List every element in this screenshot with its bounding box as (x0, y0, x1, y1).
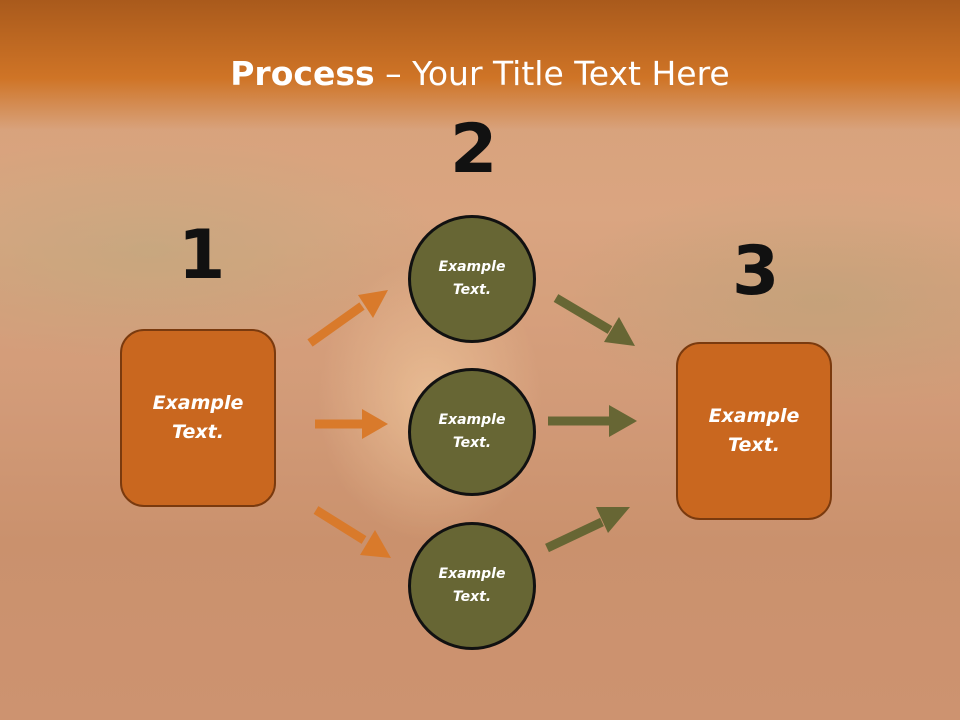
circle-bottom: Example Text. (408, 522, 536, 650)
arrow-top-to-right-head (604, 317, 635, 346)
circle-middle-label: Example Text. (438, 412, 506, 451)
left-process-box: Example Text. (120, 329, 276, 507)
step-number-2: 2 (450, 110, 498, 189)
left-box-label: Example Text. (152, 392, 244, 443)
arrow-left-to-top (307, 302, 365, 347)
circle-top-label: Example Text. (438, 259, 506, 298)
arrow-left-to-middle-head (362, 409, 388, 439)
arrow-middle-to-right-head (609, 405, 637, 437)
title-bar (0, 0, 960, 130)
arrow-left-to-bottom-head (360, 530, 391, 558)
circle-bottom-label: Example Text. (438, 566, 506, 605)
circle-top: Example Text. (408, 215, 536, 343)
step-number-3: 3 (732, 232, 780, 311)
arrow-left-to-bottom (313, 506, 367, 544)
title-bold: Process (230, 54, 375, 93)
arrow-bottom-to-right-head (596, 507, 630, 533)
slide-title: Process – Your Title Text Here (0, 52, 960, 96)
circle-middle: Example Text. (408, 368, 536, 496)
arrow-bottom-to-right (545, 517, 604, 553)
right-process-box: Example Text. (676, 342, 832, 520)
right-box-label: Example Text. (708, 405, 800, 456)
step-number-1: 1 (178, 216, 226, 295)
arrow-left-to-top-head (358, 290, 388, 318)
arrow-top-to-right (553, 294, 613, 334)
title-rest: – Your Title Text Here (374, 54, 730, 93)
